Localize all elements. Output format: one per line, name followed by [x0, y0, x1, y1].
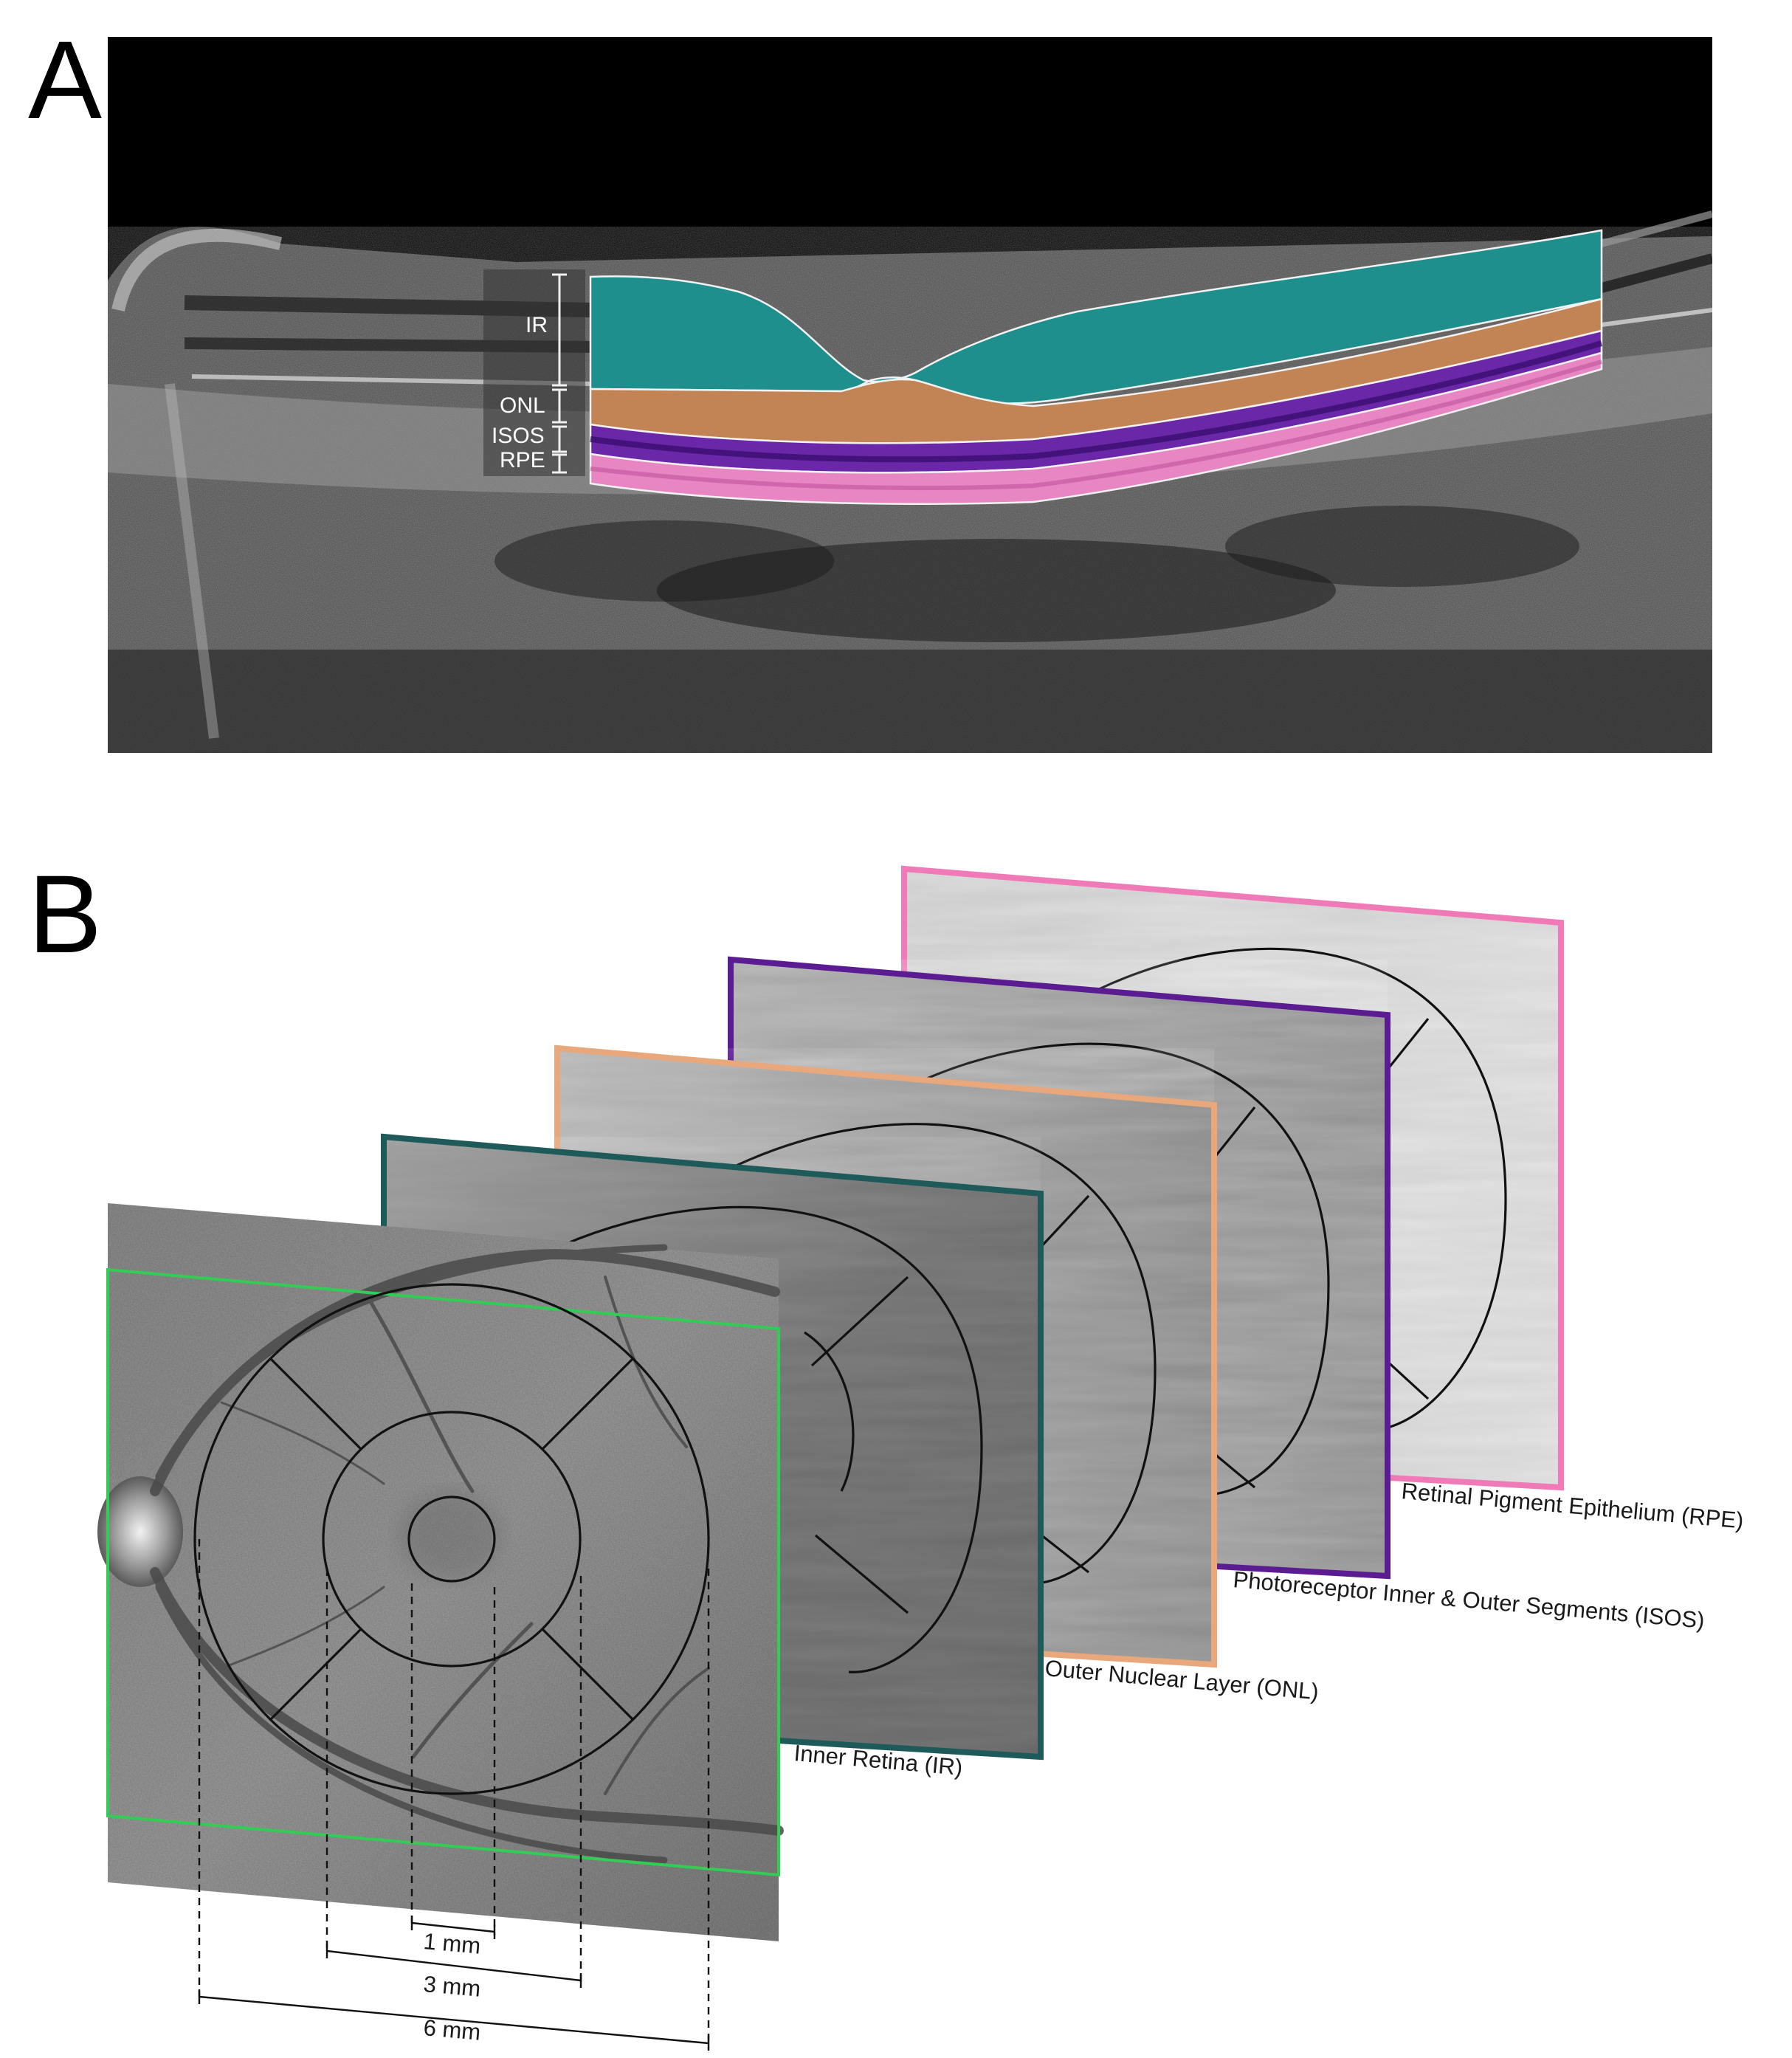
oct-label-isos: ISOS	[492, 424, 545, 448]
panel-a-letter: A	[28, 18, 102, 142]
oct-b-scan	[108, 37, 1712, 753]
etdrs-dimensions	[198, 1539, 710, 2051]
etdrs-grid	[193, 1283, 710, 1795]
layer-label-rpe: Retinal Pigment Epithelium (RPE)	[1400, 1478, 1744, 1533]
oct-label-ir: IR	[525, 313, 548, 337]
dimension-label-3mm: 3 mm	[422, 1971, 481, 2002]
panel-b-letter: B	[28, 852, 102, 976]
oct-label-onl: ONL	[500, 393, 545, 418]
layer-label-isos: Photoreceptor Inner & Outer Segments (IS…	[1232, 1566, 1706, 1634]
dimension-label-6mm: 6 mm	[422, 2014, 481, 2045]
oct-label-rpe: RPE	[500, 448, 545, 472]
fundus-scan-frame	[106, 1267, 780, 1877]
dimension-label-1mm: 1 mm	[422, 1928, 481, 1959]
optic-disc	[97, 1476, 183, 1587]
fundus-image	[97, 1203, 784, 1941]
